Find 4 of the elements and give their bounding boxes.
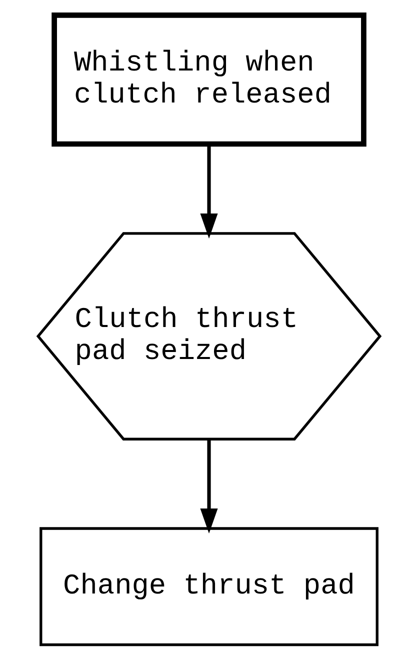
node-box: Change thrust pad [39,527,378,646]
arrow [200,144,218,239]
node-box: Whistling when clutch released [51,12,366,147]
arrow [200,439,218,534]
